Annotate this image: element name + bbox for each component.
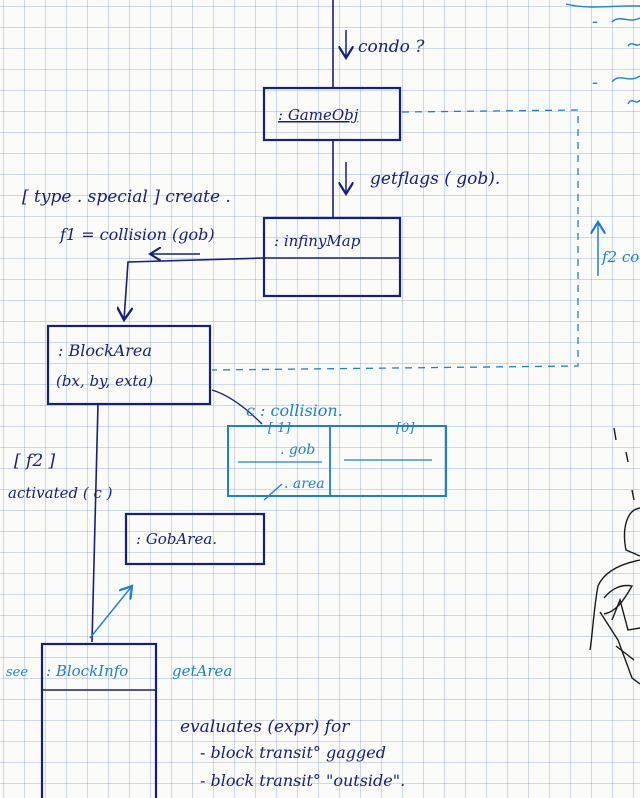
getarea-label: getArea	[172, 662, 232, 680]
dashed-loop	[211, 109, 579, 371]
infinymap-label: : infinyMap	[274, 232, 361, 250]
activated-label: activated ( c )	[8, 484, 113, 502]
f2-side-label: f2 co	[601, 248, 639, 266]
getflags-label: getflags ( gob).	[370, 169, 500, 189]
blockarea-to-collision-line	[211, 389, 263, 425]
blockarea-label: : BlockArea	[58, 341, 152, 360]
area-to-gobarea-line	[263, 483, 283, 501]
evaluates-label: evaluates (expr) for	[180, 717, 350, 737]
note-item-2: - block transit° "outside".	[200, 771, 405, 790]
f1-call-label: f1 = collision (gob)	[59, 225, 215, 244]
blockarea-to-blockinfo-line	[91, 403, 99, 643]
gobarea-box	[124, 512, 266, 566]
margin-dash-2: -	[592, 72, 598, 93]
collision-label: c : collision.	[246, 401, 343, 420]
margin-notes: - -	[565, 3, 640, 105]
gameobj-label: : GameObj	[278, 106, 359, 124]
blockinfo-to-gobarea-arrow	[89, 586, 132, 639]
collision-index-1: [ 1]	[268, 421, 291, 436]
blockinfo-box	[40, 642, 158, 798]
blockarea-box	[46, 324, 212, 406]
collision-index-0: [0]	[396, 421, 415, 436]
note-item-1: - block transit° gagged	[200, 743, 386, 762]
type-special-label: [ type . special ] create .	[22, 187, 231, 207]
blockarea-params: (bx, by, exta)	[56, 372, 153, 390]
collision-field-area: . area	[284, 476, 325, 492]
gobarea-label: : GobArea.	[136, 530, 217, 548]
pencil-figure-doodle	[589, 427, 640, 685]
collision-field-gob: . gob	[280, 442, 315, 458]
see-label: see	[6, 665, 28, 680]
margin-dash-1: -	[592, 11, 598, 32]
gameobj-box	[262, 86, 402, 142]
cond-label: condo ?	[358, 37, 425, 57]
map-to-blockarea-line	[124, 257, 265, 320]
infinymap-box	[262, 216, 402, 298]
collision-array-box	[227, 425, 447, 497]
f2-label: [ f2 ]	[14, 451, 56, 471]
blockinfo-label: : BlockInfo	[46, 662, 128, 680]
